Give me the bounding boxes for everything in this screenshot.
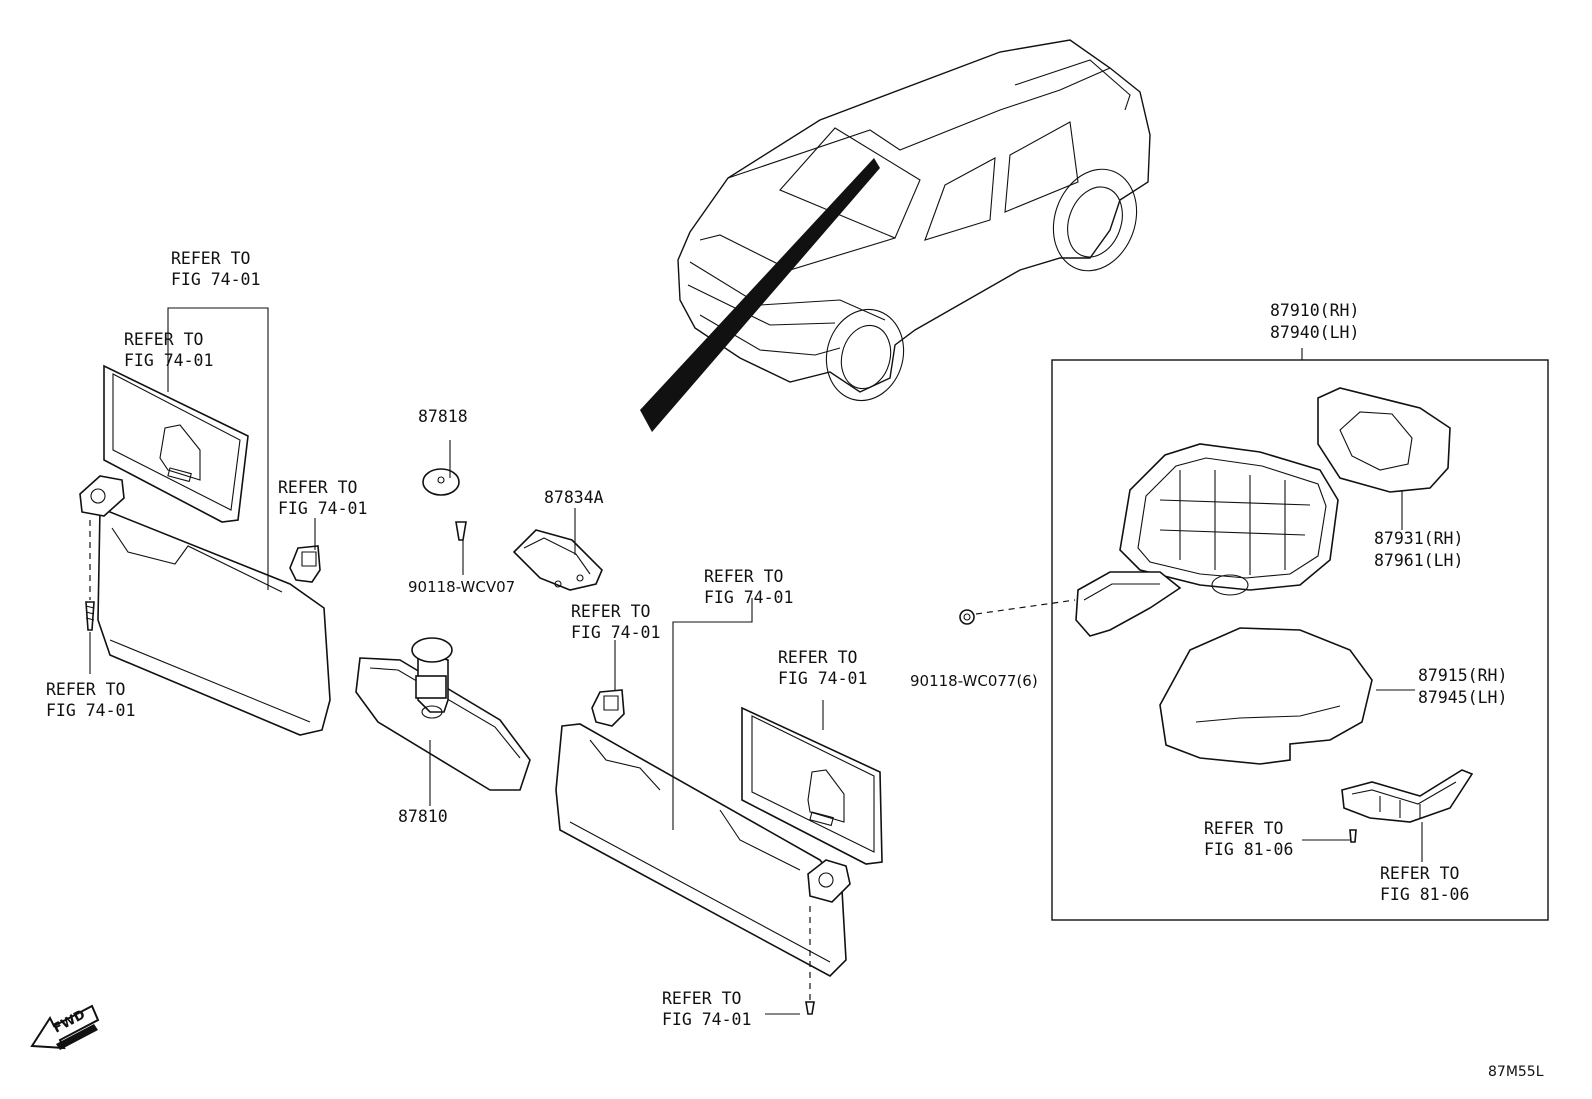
refer-label-j2: FIG 81-06: [1380, 885, 1469, 904]
refer-label-c1: REFER TO: [278, 478, 357, 497]
part-number-87940: 87940(LH): [1270, 323, 1359, 342]
refer-label-d2: FIG 74-01: [46, 701, 135, 720]
mirror-glass: [1317, 387, 1451, 493]
refer-label-a1: REFER TO: [171, 249, 250, 268]
part-number-87945: 87945(LH): [1418, 688, 1507, 707]
diagram-code: 87M55L: [1488, 1064, 1544, 1080]
part-number-87961: 87961(LH): [1374, 551, 1463, 570]
leader-lines: [89, 307, 1423, 1015]
refer-label-h2: FIG 74-01: [662, 1010, 751, 1029]
visor-clip-left: [289, 545, 321, 583]
cover-87834a: [512, 529, 603, 591]
refer-label-b2: FIG 74-01: [124, 351, 213, 370]
part-number-87810: 87810: [398, 807, 448, 826]
outer-mirror-housing: [1075, 443, 1339, 637]
turn-signal-lamp: [1341, 769, 1474, 843]
refer-label-d1: REFER TO: [46, 680, 125, 699]
refer-label-e2: FIG 74-01: [571, 623, 660, 642]
refer-label-h1: REFER TO: [662, 989, 741, 1008]
mirror-cover: [1159, 627, 1373, 765]
part-number-87915: 87915(RH): [1418, 666, 1507, 685]
sun-visor-left: [79, 364, 331, 736]
mirror-assembly-box: [1051, 359, 1549, 921]
refer-label-e1: REFER TO: [571, 602, 650, 621]
part-number-90118-wcv07: 90118-WCV07: [408, 578, 515, 596]
visor-clip-center: [591, 689, 625, 727]
fwd-arrow-icon: FWD: [30, 1004, 100, 1050]
screw-90118-wcv07: [455, 521, 467, 541]
refer-label-j1: REFER TO: [1380, 864, 1459, 883]
pad-87818: [422, 468, 460, 496]
refer-label-i1: REFER TO: [1204, 819, 1283, 838]
refer-label-g1: REFER TO: [778, 648, 857, 667]
part-number-labels: 87818 90118-WCV07 87834A 87810 90118-WC0…: [398, 301, 1507, 826]
nut-90118-wc077: [959, 599, 1076, 625]
part-number-87910: 87910(RH): [1270, 301, 1359, 320]
part-number-87818: 87818: [418, 407, 468, 426]
refer-label-b1: REFER TO: [124, 330, 203, 349]
refer-label-g2: FIG 74-01: [778, 669, 867, 688]
refer-label-a2: FIG 74-01: [171, 270, 260, 289]
refer-label-f2: FIG 74-01: [704, 588, 793, 607]
vehicle-illustration: [640, 39, 1151, 432]
refer-label-f1: REFER TO: [704, 567, 783, 586]
part-number-87834a: 87834A: [544, 488, 604, 507]
part-number-87931: 87931(RH): [1374, 529, 1463, 548]
part-number-90118-wc077: 90118-WC077(6): [910, 672, 1038, 690]
reference-labels: REFER TO FIG 74-01 REFER TO FIG 74-01 RE…: [46, 249, 1469, 1029]
refer-label-c2: FIG 74-01: [278, 499, 367, 518]
inner-mirror: [355, 637, 531, 791]
refer-label-i2: FIG 81-06: [1204, 840, 1293, 859]
sun-visor-right: [555, 706, 883, 1015]
